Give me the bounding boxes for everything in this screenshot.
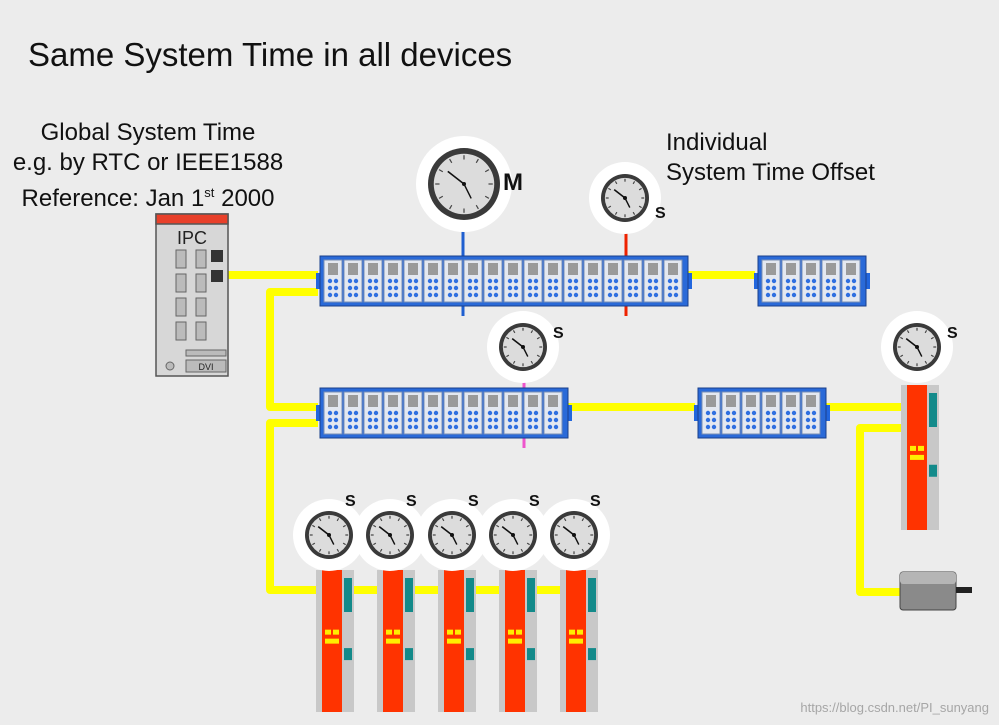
slave-clock-row2: S [487, 311, 564, 383]
global-time-line3-suffix: 2000 [214, 185, 275, 212]
watermark: https://blog.csdn.net/PI_sunyang [800, 700, 989, 715]
terminal-row-2 [316, 387, 572, 439]
clocks: M S S S S S S S S [293, 136, 958, 571]
slave-clock-drive-5: S [538, 493, 610, 571]
slave-clock-row1: S [589, 162, 666, 234]
servo-drives [316, 385, 939, 712]
page-title: Same System Time in all devices [28, 36, 513, 73]
slave-clock-drive-4: S [477, 493, 549, 571]
global-time-line1: Global System Time [40, 119, 256, 146]
ipc-device: IPC DVI [155, 213, 229, 377]
slave-clock-row1-label: S [655, 205, 666, 222]
global-time-line2: e.g. by RTC or IEEE1588 [12, 149, 284, 176]
slave-clock-row2-label: S [553, 325, 564, 342]
ipc-ethernet-port-2 [211, 270, 223, 282]
slave-clock-drive-3-label: S [468, 493, 479, 510]
cable-row2-to-drives [266, 419, 318, 594]
global-time-line3: Reference: Jan 1st 2000 [0, 178, 296, 214]
servo-drive-4 [499, 570, 537, 712]
master-clock: M [416, 136, 523, 232]
individual-offset-line2: System Time Offset [666, 159, 875, 186]
cable-drive-to-motor [856, 424, 903, 596]
individual-offset-line1: Individual [666, 129, 768, 156]
ipc-port-label: DVI [198, 362, 213, 372]
terminal-row-mid [694, 387, 830, 439]
slave-clock-drive-1: S [293, 493, 365, 571]
global-system-time-label: Global System Time e.g. by RTC or IEEE15… [0, 118, 296, 214]
servo-drive-5 [560, 570, 598, 712]
master-clock-label: M [503, 169, 523, 196]
terminal-groups [316, 255, 870, 439]
servo-drive-2 [377, 570, 415, 712]
slave-clock-drive-2: S [354, 493, 426, 571]
global-time-line3-prefix: Reference: Jan 1 [21, 185, 205, 212]
slave-clock-drive-1-label: S [345, 493, 356, 510]
global-time-line3-sup: st [204, 185, 215, 200]
slave-clock-right: S [881, 311, 958, 383]
terminal-row-1 [316, 255, 692, 307]
servo-motor [899, 571, 972, 611]
terminal-row-remote [754, 255, 870, 307]
servo-drive-1 [316, 570, 354, 712]
slave-clock-drive-5-label: S [590, 493, 601, 510]
ipc-ethernet-port-1 [211, 250, 223, 262]
servo-drive-3 [438, 570, 476, 712]
cable-row1-to-row2 [266, 288, 318, 411]
slave-clock-drive-2-label: S [406, 493, 417, 510]
individual-offset-label: Individual System Time Offset [666, 128, 875, 188]
slave-clock-drive-4-label: S [529, 493, 540, 510]
slave-clock-right-label: S [947, 325, 958, 342]
servo-drive-right [901, 385, 939, 530]
slave-clock-drive-3: S [416, 493, 488, 571]
ipc-label: IPC [177, 228, 207, 248]
